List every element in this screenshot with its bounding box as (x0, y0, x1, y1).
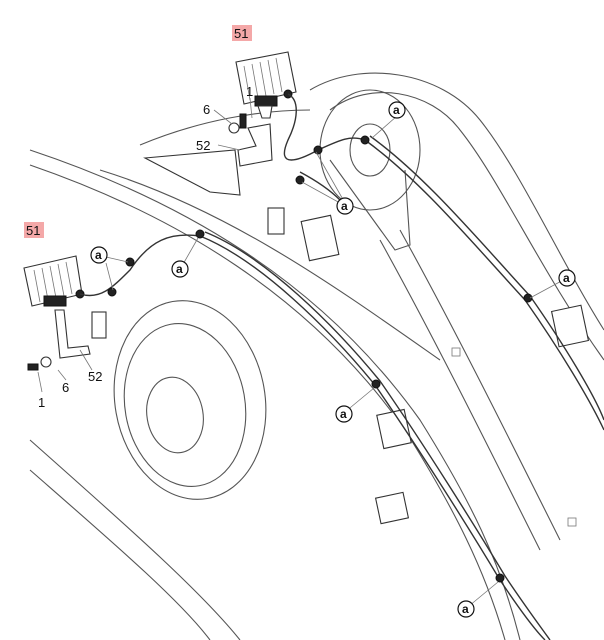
bolt-label-left: 1 (38, 395, 45, 410)
lamp-label-top: 51 (234, 26, 248, 41)
svg-text:a: a (340, 407, 347, 421)
leader-lines (37, 97, 568, 607)
callout-a-2: a (336, 197, 354, 215)
wheel-hub (113, 300, 267, 500)
callout-a-7: a (457, 600, 475, 618)
svg-text:a: a (341, 199, 348, 213)
svg-text:a: a (563, 271, 570, 285)
svg-text:a: a (393, 103, 400, 117)
boom-outline (29, 72, 604, 640)
wiring-harness (79, 93, 604, 640)
pivot-mount (319, 89, 421, 251)
callout-a-6: a (335, 405, 353, 423)
callout-a-4: a (90, 246, 108, 264)
washer-label-left: 6 (62, 380, 69, 395)
lamp-label-highlight-left (24, 222, 44, 238)
work-lamp-left (23, 255, 85, 307)
callout-a-3: a (558, 269, 576, 287)
mounting-plate (143, 149, 241, 196)
bolt-label-top: 1 (246, 84, 253, 99)
bracket-label-top: 52 (196, 138, 210, 153)
bracket-label-left: 52 (88, 369, 102, 384)
lamp-bracket-top (228, 113, 273, 167)
callout-a-1: a (388, 101, 406, 119)
callout-a-5: a (171, 260, 189, 278)
small-brackets (267, 207, 590, 527)
washer-label-top: 6 (203, 102, 210, 117)
svg-text:a: a (95, 248, 102, 262)
lamp-label-highlight-top (232, 25, 252, 41)
lamp-label-left: 51 (26, 223, 40, 238)
work-lamp-top (235, 51, 297, 119)
lamp-bracket-left (27, 309, 107, 371)
svg-text:a: a (176, 262, 183, 276)
svg-text:a: a (462, 602, 469, 616)
